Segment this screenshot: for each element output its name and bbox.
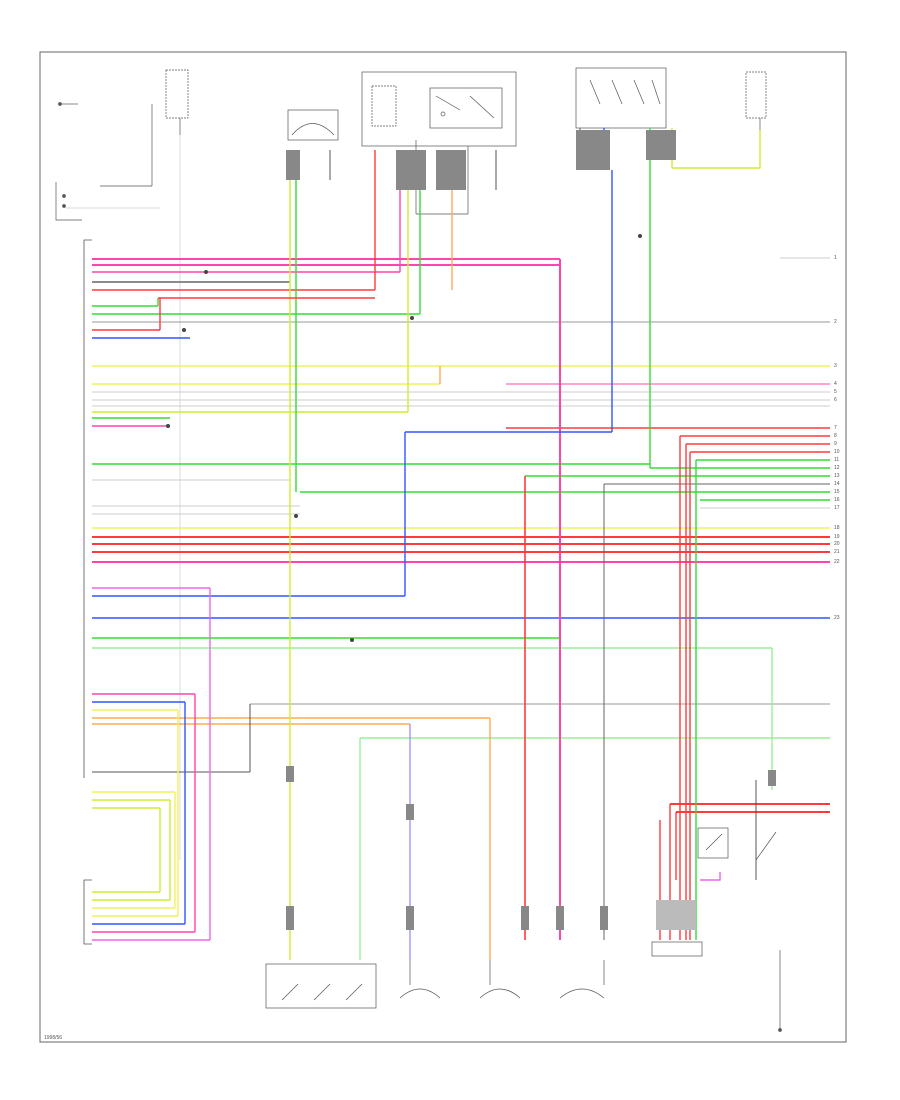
engine-control-module-connector <box>83 239 92 778</box>
edge-marker: 5 <box>834 389 837 395</box>
bottom-sensor-3 <box>559 960 605 999</box>
edge-marker: 7 <box>834 425 837 431</box>
edge-marker: 15 <box>834 489 840 495</box>
bottom-switch-assembly <box>265 963 377 1009</box>
edge-marker: 3 <box>834 363 837 369</box>
wires <box>92 128 830 960</box>
figure-id: 1998/56 <box>44 1035 63 1041</box>
top-left-switch <box>55 102 160 221</box>
edge-marker: 19 <box>834 534 840 540</box>
edge-marker: 17 <box>834 505 840 511</box>
edge-marker: 20 <box>834 541 840 547</box>
right-bottom-sensor <box>697 827 782 1032</box>
edge-marker: 16 <box>834 497 840 503</box>
edge-marker: 13 <box>834 473 840 479</box>
top-component-4 <box>575 67 667 129</box>
edge-marker: 10 <box>834 449 840 455</box>
edge-marker: 21 <box>834 549 840 555</box>
top-component-relay <box>361 71 517 215</box>
edge-marker: 4 <box>834 381 837 387</box>
bottom-module <box>651 941 703 957</box>
diagram-frame <box>39 51 847 1043</box>
edge-marker: 18 <box>834 525 840 531</box>
reference-arrows <box>166 234 642 642</box>
engine-control-module-connector-lower <box>83 879 92 945</box>
edge-marker: 11 <box>834 457 840 463</box>
edge-marker: 14 <box>834 481 840 487</box>
edge-marker: 2 <box>834 319 837 325</box>
bottom-sensor-2 <box>479 960 521 999</box>
edge-marker: 22 <box>834 559 840 565</box>
edge-marker: 1 <box>834 255 837 261</box>
edge-marker: 23 <box>834 615 840 621</box>
edge-marker: 9 <box>834 441 837 447</box>
top-component-1 <box>165 69 189 860</box>
edge-marker: 6 <box>834 397 837 403</box>
top-component-5 <box>745 71 767 130</box>
bottom-sensor-1 <box>399 960 441 999</box>
edge-marker: 8 <box>834 433 837 439</box>
top-component-2 <box>287 109 339 141</box>
connector-pins <box>286 130 776 930</box>
edge-marker: 12 <box>834 465 840 471</box>
